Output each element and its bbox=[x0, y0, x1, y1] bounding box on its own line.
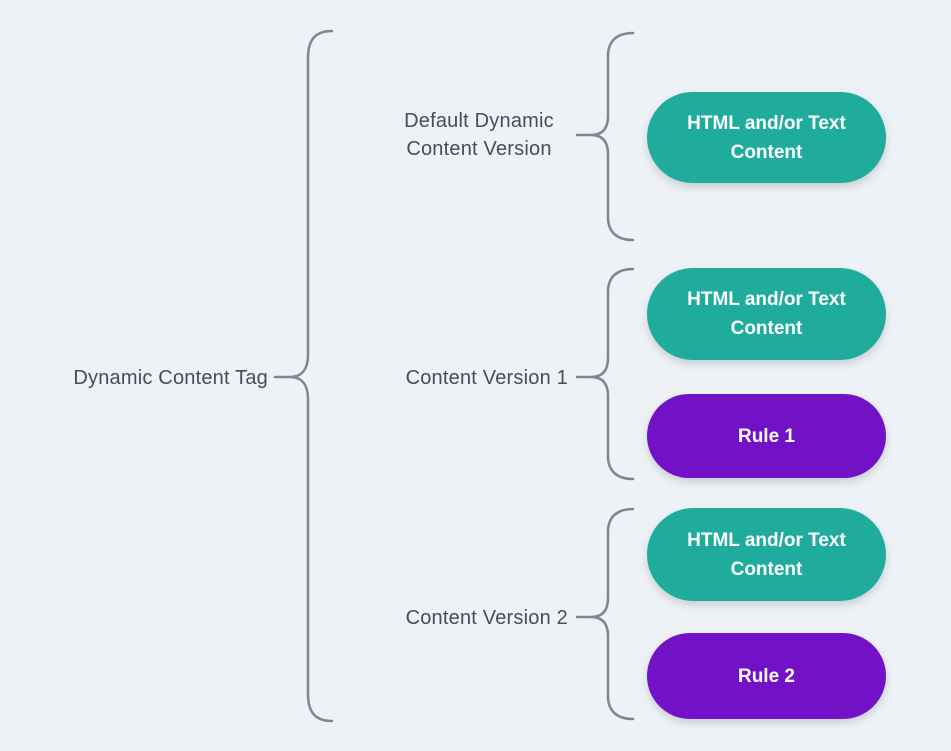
pill-v2-html-content: HTML and/or Text Content bbox=[647, 508, 886, 601]
pill-v2-rule-2: Rule 2 bbox=[647, 633, 886, 719]
pill-label: HTML and/or Text Content bbox=[687, 529, 846, 580]
root-node-label: Dynamic Content Tag bbox=[73, 367, 268, 389]
pill-label: Rule 1 bbox=[737, 425, 796, 447]
branch-brace-v1 bbox=[575, 267, 635, 481]
branch-brace-default bbox=[575, 31, 635, 242]
root-brace bbox=[273, 29, 334, 723]
pill-label: Rule 2 bbox=[737, 665, 796, 687]
branch-label-content-version-2: Content Version 2 bbox=[405, 607, 568, 629]
branch-brace-v2 bbox=[575, 507, 635, 721]
pill-label: HTML and/or Text Content bbox=[687, 112, 846, 163]
branch-label-default-version: Default Dynamic Content Version bbox=[404, 110, 554, 160]
branch-label-content-version-1: Content Version 1 bbox=[405, 367, 568, 389]
pill-v1-rule-1: Rule 1 bbox=[647, 394, 886, 478]
pill-default-html-content: HTML and/or Text Content bbox=[647, 92, 886, 183]
pill-label: HTML and/or Text Content bbox=[687, 289, 846, 339]
pill-v1-html-content: HTML and/or Text Content bbox=[647, 268, 886, 360]
